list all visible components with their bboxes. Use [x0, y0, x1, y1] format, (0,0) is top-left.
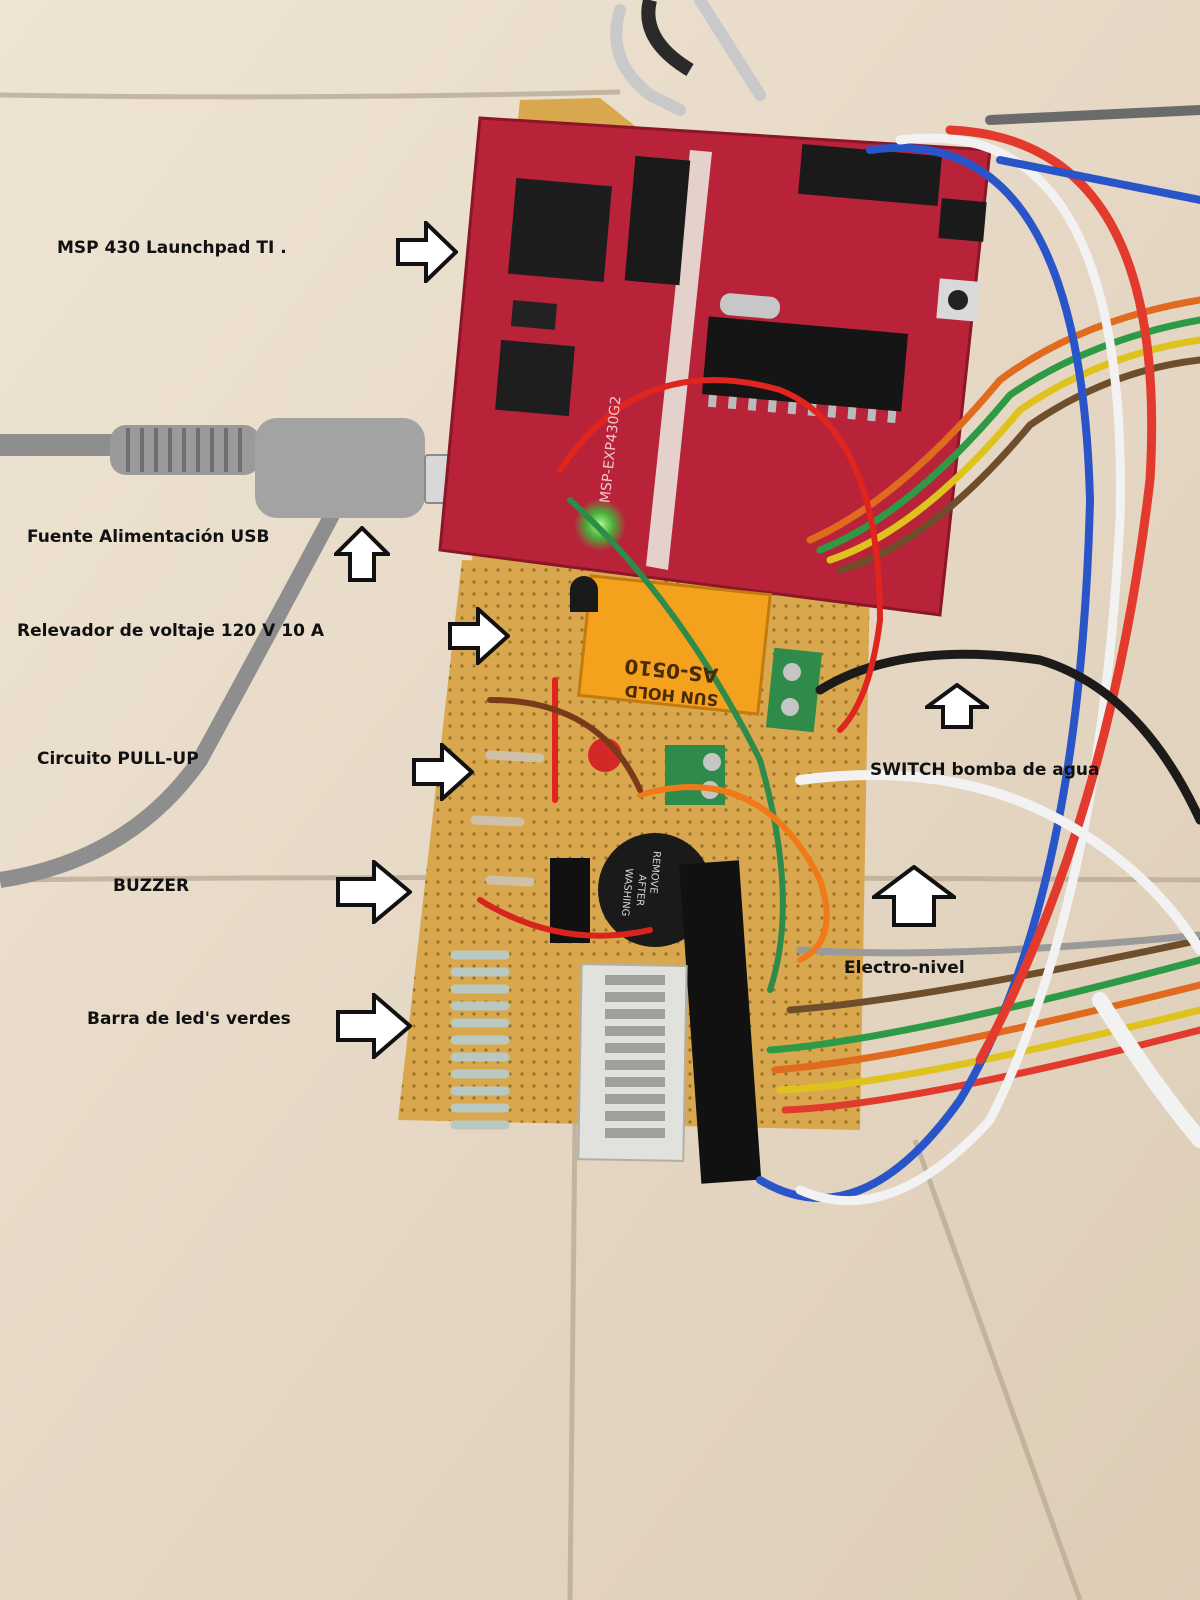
arrow-up-usb-icon — [334, 526, 390, 582]
pullup-resistors — [470, 750, 545, 887]
label-usb-power: Fuente Alimentación USB — [27, 527, 270, 547]
black-cable-top — [641, 0, 694, 77]
arrow-up-pump-switch-icon — [925, 683, 989, 729]
label-relay: Relevador de voltaje 120 V 10 A — [17, 621, 324, 641]
screw-terminal-1 — [765, 647, 823, 733]
label-pump-switch: SWITCH bomba de agua — [870, 760, 1100, 780]
label-electro-level: Electro-nivel — [844, 958, 965, 978]
launchpad-board — [438, 116, 992, 617]
buzzer-text-2: AFTER — [634, 874, 648, 907]
label-pullup: Circuito PULL-UP — [37, 749, 199, 769]
led-bar-graph — [577, 963, 688, 1162]
arrow-right-pullup-icon — [412, 743, 474, 801]
label-buzzer: BUZZER — [113, 876, 190, 896]
loop-wires — [756, 105, 1200, 1206]
arrow-up-electro-level-icon — [872, 865, 956, 927]
arrow-right-buzzer-icon — [336, 860, 412, 924]
jumper-wires — [477, 377, 884, 993]
buzzer-text-3: WASHING — [619, 868, 634, 917]
label-msp430: MSP 430 Launchpad TI . — [57, 238, 287, 258]
label-led-bar: Barra de led's verdes — [87, 1009, 291, 1029]
metal-clip — [610, 0, 766, 116]
buzzer-text-1: REMOVE — [647, 850, 662, 894]
arrow-right-msp430-icon — [396, 221, 458, 283]
connector-header — [679, 860, 762, 1184]
arrow-right-relay-icon — [448, 607, 510, 665]
transistor — [570, 576, 598, 612]
relay-module — [577, 574, 772, 716]
arrow-right-led-bar-icon — [336, 993, 412, 1059]
resistor-array — [450, 950, 510, 1130]
